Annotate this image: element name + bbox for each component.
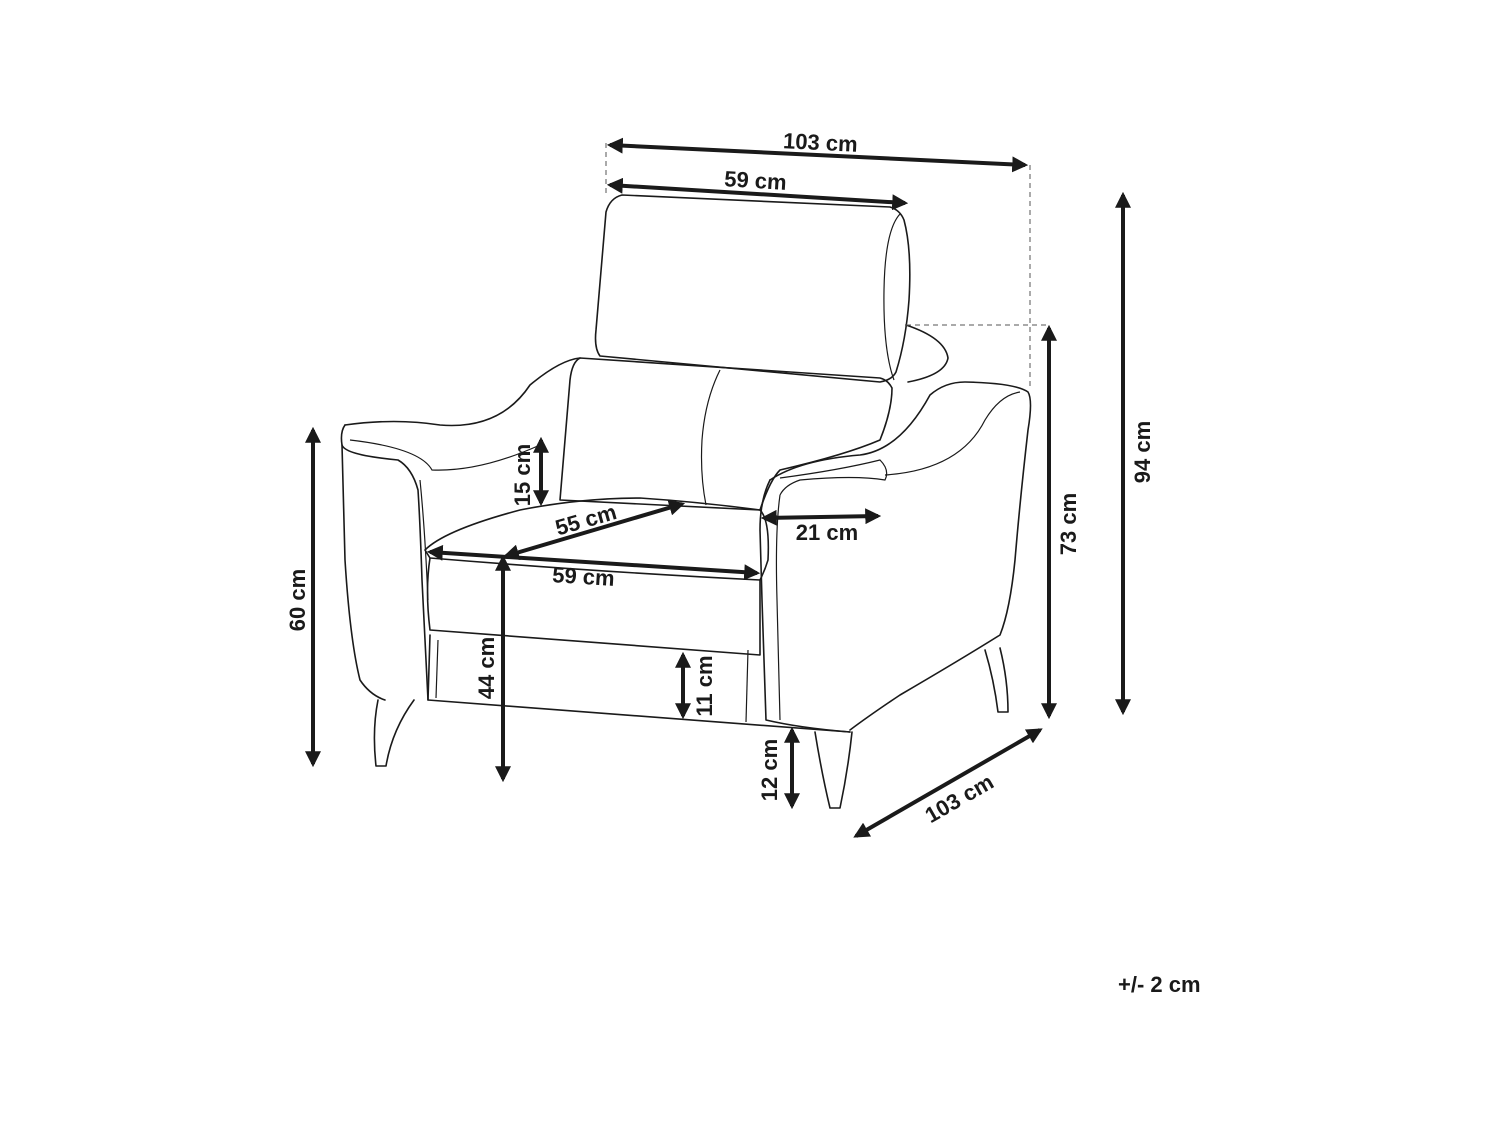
label-backrest-height: 73 cm — [1056, 493, 1081, 555]
label-total-width: 103 cm — [782, 128, 858, 157]
arrow-armrest-width — [760, 508, 882, 526]
arrow-total-width — [606, 137, 1029, 173]
label-seat-height: 44 cm — [474, 637, 499, 699]
tolerance-note: +/- 2 cm — [1118, 972, 1201, 997]
armchair-outline — [340, 194, 1032, 809]
label-armrest-above-seat: 15 cm — [510, 444, 535, 506]
arrow-seat-width — [426, 544, 761, 581]
label-seat-width: 59 cm — [552, 562, 616, 591]
arrow-total-depth — [853, 728, 1043, 838]
dimension-arrows — [305, 137, 1131, 838]
label-leg-height: 12 cm — [757, 739, 782, 801]
label-arm-height: 60 cm — [285, 569, 310, 631]
arrow-backrest-width — [606, 177, 909, 211]
label-backrest-width: 59 cm — [724, 166, 788, 195]
dimension-labels: 103 cm 59 cm 94 cm 73 cm 60 cm 15 cm 55 … — [285, 128, 1155, 828]
guide-lines — [605, 143, 1050, 390]
label-total-height: 94 cm — [1130, 421, 1155, 483]
label-base-height: 11 cm — [692, 655, 717, 716]
label-armrest-width: 21 cm — [796, 520, 858, 545]
